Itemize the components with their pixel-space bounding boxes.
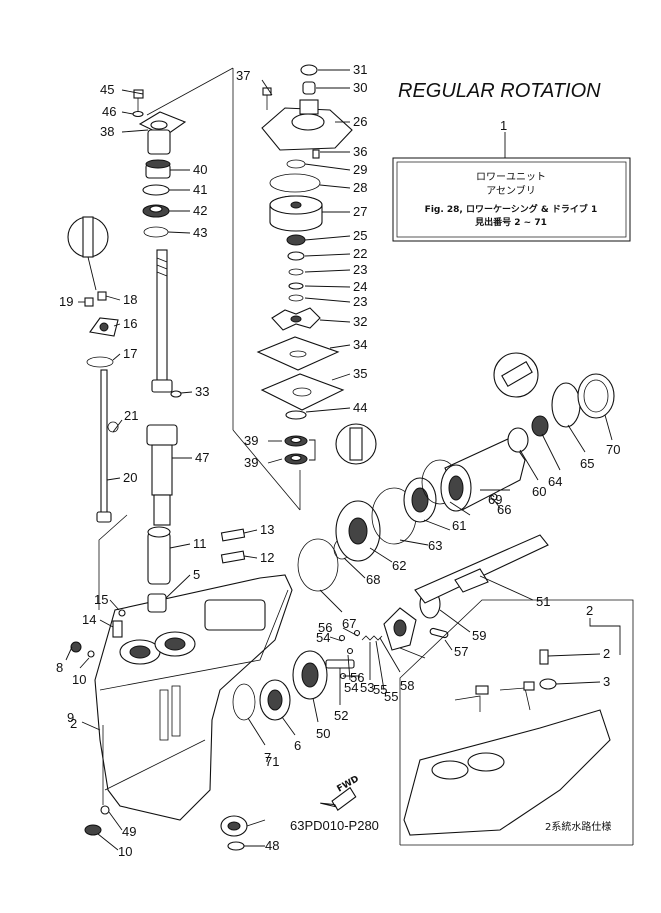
callout-52: 52 (334, 708, 348, 723)
info-line-4: 見出番号 2 ~ 71 (474, 216, 547, 228)
callout-4: 4 (0, 0, 7, 3)
callout-47: 47 (195, 450, 209, 465)
inset-ref: 2 (586, 603, 593, 618)
lower-casing (70, 526, 293, 836)
callout-27: 27 (353, 204, 367, 219)
callout-43: 43 (193, 225, 207, 240)
callout-23: 23 (353, 294, 367, 309)
callout-7: 7 (264, 750, 271, 765)
callout-30: 30 (353, 80, 367, 95)
callout-68: 68 (366, 572, 380, 587)
leader-lines (65, 69, 613, 851)
callout-13: 13 (260, 522, 274, 537)
callout-35: 35 (353, 366, 367, 381)
callout-60: 60 (532, 484, 546, 499)
callout-22: 22 (353, 246, 367, 261)
callout-2: 2 (603, 646, 610, 661)
callout-41: 41 (193, 182, 207, 197)
inset-caption: 2系統水路仕様 (545, 820, 611, 833)
callout-9: 9 (67, 710, 74, 725)
callout-66: 66 (497, 502, 511, 517)
callout-28: 28 (353, 180, 367, 195)
callout-34: 34 (353, 337, 367, 352)
callout-16: 16 (123, 316, 137, 331)
callout-23: 23 (353, 262, 367, 277)
drive-shaft (146, 249, 182, 526)
callout-1: 1 (500, 118, 507, 133)
callout-55: 55 (384, 689, 398, 704)
callout-42: 42 (193, 203, 207, 218)
callout-labels: 3130372636292827252223242332343544393945… (0, 0, 620, 859)
diagram-title: REGULAR ROTATION (398, 80, 601, 102)
callout-67: 67 (342, 616, 356, 631)
callout-24: 24 (353, 279, 367, 294)
callout-10: 10 (72, 672, 86, 687)
callout-71: 71 (265, 754, 279, 769)
callout-56: 56 (318, 620, 332, 635)
callout-48: 48 (265, 838, 279, 853)
callout-37: 37 (236, 68, 250, 83)
callout-62: 62 (392, 558, 406, 573)
callout-32: 32 (353, 314, 367, 329)
callout-54: 54 (344, 680, 358, 695)
info-box: 1 ロワーユニット アセンブリ Fig. 28, ロワーケーシング & ドライブ… (392, 118, 631, 242)
callout-38: 38 (100, 124, 114, 139)
callout-25: 25 (353, 228, 367, 243)
info-line-2: アセンブリ (486, 184, 536, 197)
callout-53: 53 (360, 680, 374, 695)
callout-31: 31 (353, 62, 367, 77)
callout-11: 11 (193, 536, 207, 551)
callout-15: 15 (94, 592, 108, 607)
gear-group (220, 352, 615, 851)
callout-70: 70 (606, 442, 620, 457)
callout-50: 50 (316, 726, 330, 741)
callout-51: 51 (536, 594, 550, 609)
callout-6: 6 (294, 738, 301, 753)
callout-3: 3 (603, 674, 610, 689)
shift-rod-cover (132, 89, 187, 238)
callout-54: 54 (316, 630, 330, 645)
callout-33: 33 (195, 384, 209, 399)
callout-39: 39 (244, 433, 258, 448)
callout-45: 45 (100, 82, 114, 97)
fwd-arrow: FWD (320, 774, 361, 812)
callout-44: 44 (353, 400, 367, 415)
info-line-3: Fig. 28, ロワーケーシング & ドライブ 1 (425, 203, 598, 215)
callout-5: 5 (193, 567, 200, 582)
callout-63: 63 (428, 538, 442, 553)
inset-box: 2 2系統水路仕様 (399, 599, 634, 846)
callout-26: 26 (353, 114, 367, 129)
drawing-code: 63PD010-P280 (290, 818, 379, 833)
callout-40: 40 (193, 162, 207, 177)
callout-49: 49 (122, 824, 136, 839)
callout-12: 12 (260, 550, 274, 565)
shift-rod (67, 216, 119, 523)
callout-20: 20 (123, 470, 137, 485)
callout-8: 8 (56, 660, 63, 675)
callout-69: 69 (488, 492, 502, 507)
callout-64: 64 (548, 474, 562, 489)
callout-19: 19 (59, 294, 73, 309)
assembly-frame-lines (98, 67, 301, 610)
callout-65: 65 (580, 456, 594, 471)
callout-46: 46 (102, 104, 116, 119)
callout-55: 55 (373, 682, 387, 697)
callout-10: 10 (118, 844, 132, 859)
callout-18: 18 (123, 292, 137, 307)
callout-56: 56 (350, 670, 364, 685)
callout-36: 36 (353, 144, 367, 159)
callout-58: 58 (400, 678, 414, 693)
callout-29: 29 (353, 162, 367, 177)
info-line-1: ロワーユニット (476, 172, 546, 183)
callout-39: 39 (244, 455, 258, 470)
callout-61: 61 (452, 518, 466, 533)
callout-59: 59 (472, 628, 486, 643)
callout-17: 17 (123, 346, 137, 361)
water-pump-stack (256, 64, 377, 465)
callout-57: 57 (454, 644, 468, 659)
callout-2: 2 (70, 716, 77, 731)
callout-21: 21 (124, 408, 138, 423)
callout-14: 14 (82, 612, 96, 627)
